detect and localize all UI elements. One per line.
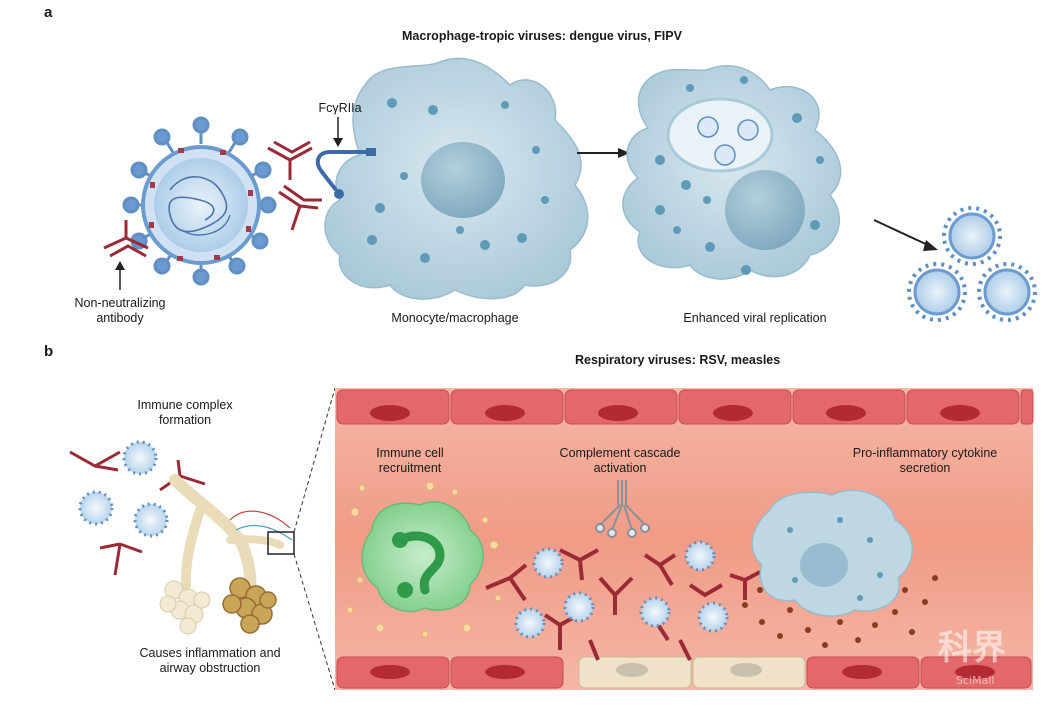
immune-complex-label: Immune complex formation — [137, 398, 233, 427]
cytokines — [742, 575, 938, 648]
watermark-logo: 科界 — [938, 628, 1006, 668]
receptor-label: FcγRIIa — [318, 101, 362, 115]
immune-complex-illustration — [69, 440, 206, 576]
panel-a-letter: a — [44, 4, 53, 21]
non-neutralizing-antibody-icon — [103, 220, 149, 258]
progression-arrow-icon — [577, 148, 630, 158]
infected-macrophage-cell — [622, 65, 842, 280]
airway-illustration — [159, 474, 295, 635]
virion-cluster — [514, 540, 729, 639]
panel-a-title: Macrophage-tropic viruses: dengue virus,… — [402, 29, 682, 43]
cytokine-secreting-macrophage — [751, 489, 913, 617]
complement-label: Complement cascade activation — [559, 446, 681, 475]
cytokine-label: Pro-inflammatory cytokine secretion — [852, 446, 998, 475]
outcome-label: Causes inflammation and airway obstructi… — [139, 646, 281, 675]
released-virions — [913, 212, 1031, 316]
release-arrow-icon — [873, 219, 938, 251]
fc-gamma-receptor-icon — [315, 148, 376, 199]
dengue-virion-icon — [122, 116, 277, 286]
replication-label: Enhanced viral replication — [683, 311, 827, 325]
cell-label: Monocyte/macrophage — [391, 311, 519, 325]
monocyte-macrophage-cell — [324, 57, 589, 300]
granules — [346, 481, 502, 638]
panel-b-title: Respiratory viruses: RSV, measles — [575, 353, 781, 367]
recruitment-label: Immune cell recruitment — [376, 446, 444, 475]
antibody-label: Non-neutralizing antibody — [74, 296, 166, 325]
antibody-icon — [267, 140, 313, 180]
zoom-lines — [293, 387, 336, 691]
neutrophil-cell — [361, 501, 484, 613]
complement-c1-icon — [595, 480, 650, 538]
antibody-pointer-arrow — [115, 261, 125, 290]
antibody-icon-2 — [278, 184, 322, 231]
receptor-pointer-arrow — [333, 117, 343, 147]
panel-b-letter: b — [44, 343, 54, 360]
watermark-subtext: SciMall — [956, 674, 995, 687]
